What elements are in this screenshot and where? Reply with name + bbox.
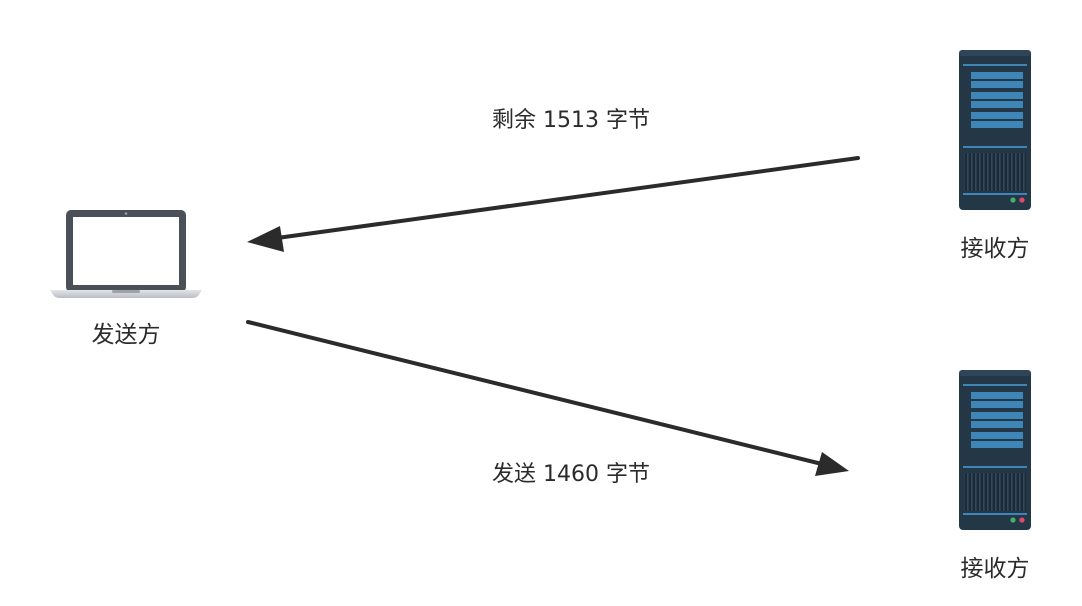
receiver-server-top-icon xyxy=(959,50,1031,210)
receiver-top-label: 接收方 xyxy=(960,236,1030,262)
receiver-server-bottom-icon xyxy=(959,370,1031,530)
arrow-remaining xyxy=(247,156,860,252)
arrow-sent xyxy=(246,320,849,476)
sender-laptop-icon xyxy=(50,210,202,298)
receiver-bottom-label: 接收方 xyxy=(960,556,1030,582)
remaining-bytes-label: 剩余 1513 字节 xyxy=(492,108,650,133)
sender-label: 发送方 xyxy=(91,322,161,348)
sent-bytes-label: 发送 1460 字节 xyxy=(492,462,650,487)
